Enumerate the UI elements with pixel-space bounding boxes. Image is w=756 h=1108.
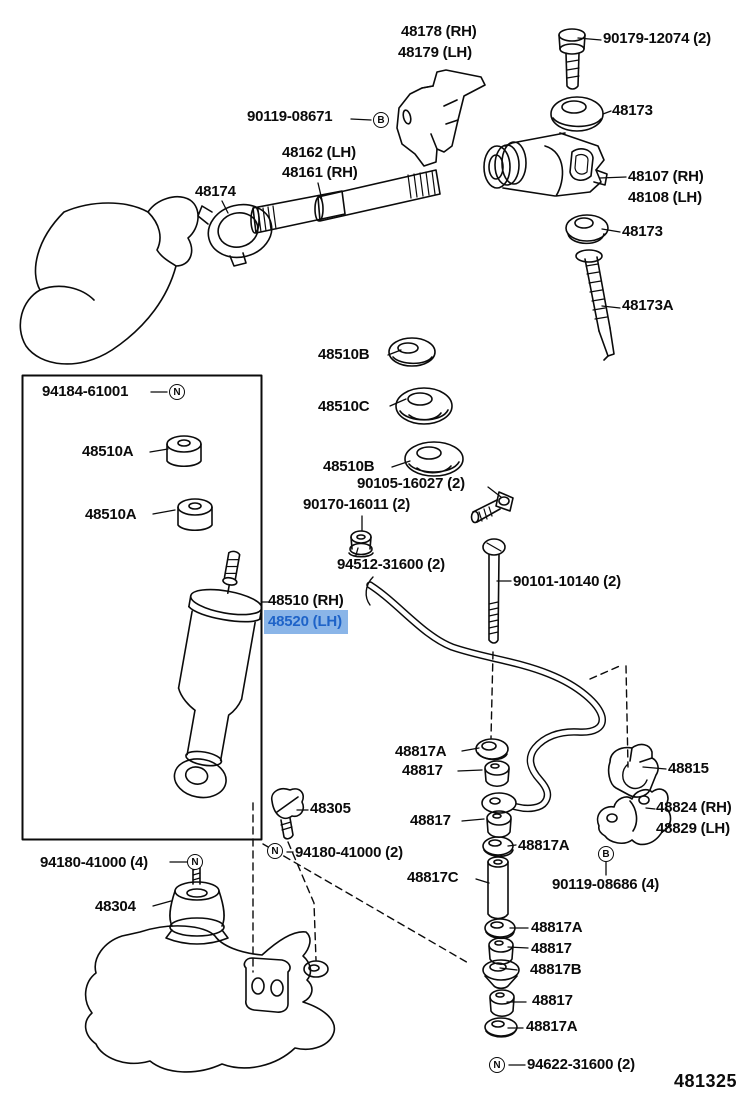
- part-label-90105-16027: 90105-16027 (2): [357, 475, 465, 492]
- part-label-90170-16011: 90170-16011 (2): [303, 496, 411, 513]
- bushing-48173-2-drawing: [565, 214, 609, 245]
- part-label-48510B-2: 48510B: [323, 458, 375, 475]
- part-label-48815: 48815: [668, 760, 709, 777]
- bracket-48305-drawing: [270, 787, 305, 840]
- part-label-90101-10140: 90101-10140 (2): [513, 573, 621, 590]
- part-label-94184-61001: 94184-61001: [42, 383, 129, 400]
- cushion-48510A-2-drawing: [177, 498, 213, 532]
- part-label-48817-4: 48817: [532, 992, 573, 1009]
- part-label-48174: 48174: [195, 183, 236, 200]
- bolt-48173A-drawing: [575, 249, 615, 361]
- part-label-48829: 48829 (LH): [656, 820, 730, 837]
- part-label-48510-RH: 48510 (RH): [268, 592, 344, 609]
- part-label-48510A-1: 48510A: [82, 443, 134, 460]
- housing-48107-drawing: [483, 132, 608, 197]
- bushing-48173-top-drawing: [550, 96, 604, 132]
- bracket-48178-drawing: [396, 69, 486, 167]
- part-label-48817A-4: 48817A: [526, 1018, 578, 1035]
- part-label-48173-2: 48173: [622, 223, 663, 240]
- circled-letter-B-1: B: [373, 112, 389, 128]
- leader-lines: [149, 37, 667, 1066]
- part-label-48824: 48824 (RH): [656, 799, 732, 816]
- part-label-94512-31600: 94512-31600 (2): [337, 556, 445, 573]
- circled-letter-N-3: N: [187, 854, 203, 870]
- part-label-94180-41000-2: 94180-41000 (2): [295, 844, 403, 861]
- stabilizer-link-stack-drawing: [475, 738, 520, 1038]
- part-label-48817A-3: 48817A: [531, 919, 583, 936]
- assembly-dashed-lines: [252, 651, 629, 973]
- bolt-90105-drawing: [470, 491, 514, 524]
- ring-48510B-2-drawing: [404, 441, 464, 477]
- part-label-48817-2: 48817: [410, 812, 451, 829]
- ring-48510B-1-drawing: [388, 337, 436, 367]
- ring-48510C-drawing: [395, 387, 453, 425]
- frame-crossmember-drawing: [84, 925, 336, 1073]
- part-label-48510A-2: 48510A: [85, 506, 137, 523]
- part-label-48162: 48162 (LH): [282, 144, 356, 161]
- part-label-48179: 48179 (LH): [398, 44, 472, 61]
- part-label-90119-08671: 90119-08671: [247, 108, 333, 125]
- part-label-48817-3: 48817: [531, 940, 572, 957]
- part-label-48161: 48161 (RH): [282, 164, 358, 181]
- part-label-48817A-1: 48817A: [395, 743, 447, 760]
- clamp-48174-drawing: [197, 203, 273, 267]
- part-label-48520-LH-highlighted[interactable]: 48520 (LH): [264, 610, 348, 634]
- part-label-90119-08686: 90119-08686 (4): [552, 876, 660, 893]
- part-label-48817-1: 48817: [402, 762, 443, 779]
- cushion-48510A-1-drawing: [166, 435, 202, 468]
- part-label-48107: 48107 (RH): [628, 168, 704, 185]
- axle-housing-drawing: [19, 196, 199, 365]
- part-label-94180-41000-4: 94180-41000 (4): [40, 854, 148, 871]
- diagram-number: 481325: [674, 1071, 738, 1091]
- circled-letter-B-2: B: [598, 846, 614, 862]
- part-label-48817B: 48817B: [530, 961, 582, 978]
- part-label-48178: 48178 (RH): [401, 23, 477, 40]
- bolt-90179-drawing: [558, 28, 586, 90]
- part-label-48817C: 48817C: [407, 869, 459, 886]
- part-label-48817A-2: 48817A: [518, 837, 570, 854]
- circled-letter-N-2: N: [267, 843, 283, 859]
- nut-90170-drawing: [348, 530, 374, 558]
- inset-box: [21, 374, 263, 841]
- part-label-48173A: 48173A: [622, 297, 674, 314]
- part-label-48510B-1: 48510B: [318, 346, 370, 363]
- part-label-48108: 48108 (LH): [628, 189, 702, 206]
- circled-letter-N-4: N: [489, 1057, 505, 1073]
- bumper-48304-drawing: [165, 861, 229, 945]
- part-label-48304: 48304: [95, 898, 136, 915]
- part-label-94622-31600: 94622-31600 (2): [527, 1056, 635, 1073]
- part-label-90179-12074: 90179-12074 (2): [603, 30, 711, 47]
- part-label-48173-1: 48173: [612, 102, 653, 119]
- shock-absorber-drawing: [173, 550, 263, 799]
- circled-letter-N-1: N: [169, 384, 185, 400]
- stabilizer-bar-drawing: [365, 576, 606, 814]
- cylinder-48161-drawing: [250, 169, 441, 234]
- bracket-48824-drawing: [596, 788, 672, 846]
- part-label-48510C: 48510C: [318, 398, 370, 415]
- bolt-90101-drawing: [482, 538, 506, 644]
- bushing-48815-drawing: [607, 743, 659, 798]
- part-label-48305: 48305: [310, 800, 351, 817]
